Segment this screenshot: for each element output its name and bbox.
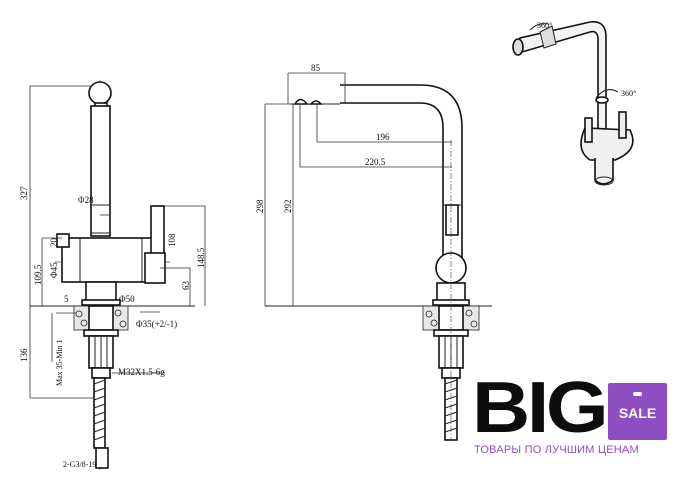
dim-body-height: 109.5 [33,264,43,285]
dim-right-total: 148.5 [196,247,206,268]
dim-height-2: 292 [283,200,293,214]
dim-height-1: 298 [255,199,265,213]
stem [90,105,111,237]
dim-base-diameter: Φ50 [119,294,135,304]
tag-hole-icon [633,392,642,396]
dim-lever-height: 63 [181,281,191,291]
logo-sale-text: SALE [618,405,657,421]
dim-hole-diameter: Φ35(+2/-1) [136,319,177,329]
logo-big-text: BIG [472,368,609,448]
dim-reach-2: 220.5 [365,157,386,167]
logo-tagline: ТОВАРЫ ПО ЛУЧШИМ ЦЕНАМ [474,444,639,456]
dim-under-height: 136 [19,348,29,362]
dim-counter-thickness: Max 35-Min 1 [55,339,64,386]
sale-tag: SALE [608,383,667,440]
dim-stem-diameter: Φ28 [78,195,94,205]
front-view-labels: 327 Φ28 20 Φ45 109.5 108 148.5 63 5 Φ50 … [19,186,206,469]
dim-thread: M32X1.5-6g [118,367,165,377]
dim-total-height: 327 [19,186,29,200]
side-handle [435,252,467,284]
dim-body-diameter: Φ45 [49,262,59,278]
side-view [264,72,492,441]
front-view [29,80,206,470]
side-view-labels: 85 196 220.5 298 292 [255,63,390,213]
iso-view [512,20,634,186]
iso-view-labels: 360° 360° [537,21,636,98]
dim-right-handle: 108 [167,233,177,247]
rotation-top-label: 360° [537,21,552,30]
body [61,237,161,283]
dim-spout-width: 85 [311,63,321,73]
dim-handle-height: 20 [49,238,59,248]
dim-reach-1: 196 [376,132,390,142]
spout-head [88,81,112,105]
rotation-spout-label: 360° [621,89,636,98]
dim-hose: 2-G3/8-19 [63,460,96,469]
dim-base-offset: 5 [64,294,69,304]
